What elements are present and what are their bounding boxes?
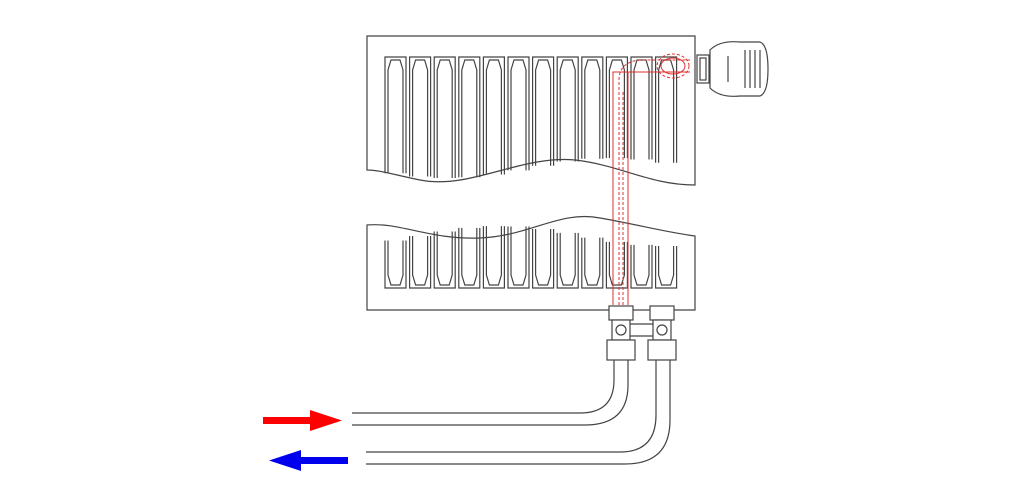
- arrow-left-icon: [269, 450, 348, 471]
- return-valve[interactable]: [647, 305, 677, 361]
- radiator-fin: [630, 244, 653, 289]
- radiator-fin: [532, 228, 555, 289]
- radiator-fins-lower: [384, 226, 678, 289]
- radiator-lower-section: [366, 215, 696, 311]
- radiator-fin: [605, 56, 628, 159]
- valve-bridge: [630, 323, 653, 337]
- internal-flow-lines: [612, 53, 690, 305]
- radiator-fin: [433, 56, 456, 178]
- radiator-fin: [556, 56, 579, 162]
- supply-valve[interactable]: [606, 305, 636, 361]
- radiator-fin: [482, 226, 505, 289]
- radiator-fin: [458, 227, 481, 289]
- radiator-fin: [482, 56, 505, 175]
- radiator-fin: [409, 56, 432, 177]
- thermostatic-head-icon[interactable]: [696, 41, 769, 97]
- radiator-fin: [507, 56, 530, 171]
- radiator-fin: [384, 240, 407, 289]
- radiator-fin: [532, 56, 555, 166]
- radiator-fin: [581, 237, 604, 289]
- radiator-fin: [581, 56, 604, 159]
- radiator-fin: [458, 56, 481, 178]
- radiator-fin: [507, 226, 530, 289]
- radiator-fin: [630, 56, 653, 160]
- radiator-fin: [605, 241, 628, 289]
- pipes: [352, 360, 671, 465]
- radiator-fin: [433, 231, 456, 289]
- radiator-fins-upper: [384, 56, 678, 178]
- radiator-fin: [556, 232, 579, 289]
- radiator-upper-section: [366, 35, 696, 186]
- arrow-right-icon: [263, 410, 342, 431]
- radiator-fin: [655, 56, 678, 163]
- radiator-fin: [409, 235, 432, 289]
- radiator-fin: [384, 56, 407, 174]
- radiator-fin: [655, 246, 678, 289]
